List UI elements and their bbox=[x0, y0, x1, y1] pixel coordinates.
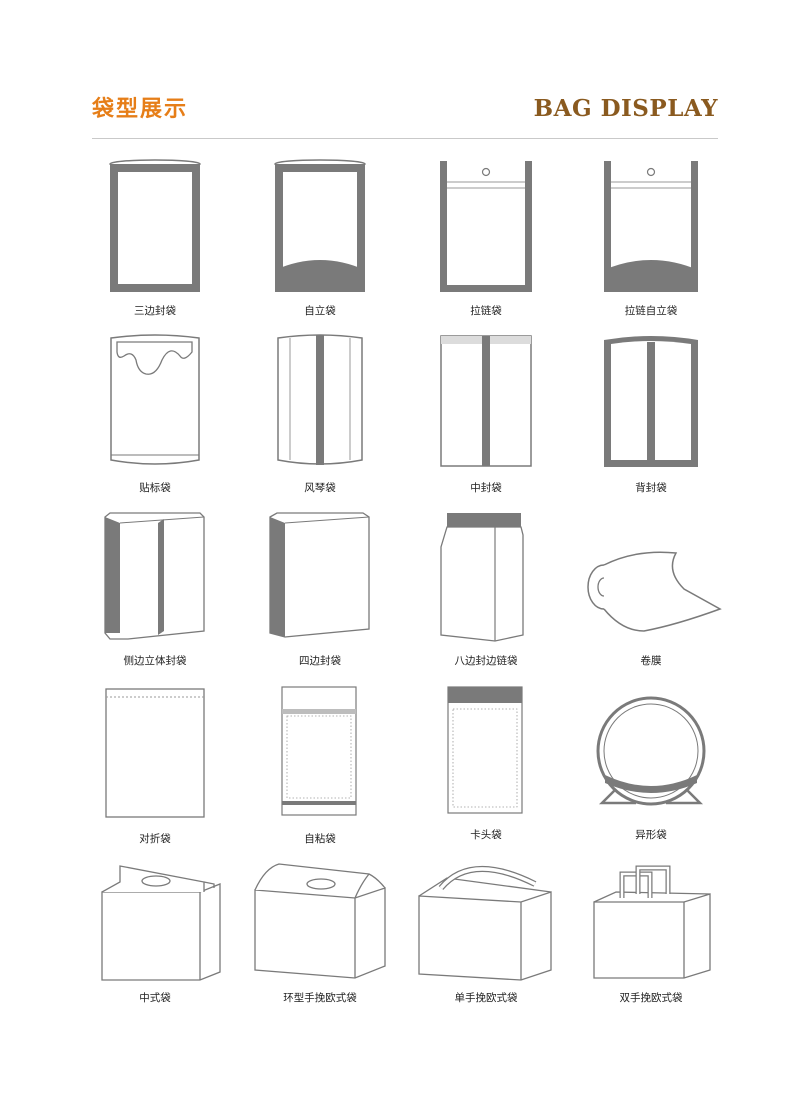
bag-label: 中式袋 bbox=[139, 992, 171, 1004]
folded-bag-icon bbox=[105, 688, 205, 818]
stand-up-bag-icon bbox=[274, 159, 366, 292]
four-side-seal-bag-icon bbox=[269, 512, 370, 638]
page-title-cn: 袋型展示 bbox=[92, 97, 189, 122]
three-side-seal-bag-icon bbox=[109, 159, 201, 292]
bag-label: 异形袋 bbox=[635, 829, 667, 841]
bag-label: 贴标袋 bbox=[139, 482, 171, 494]
bag-label: 三边封袋 bbox=[134, 305, 176, 317]
single-handle-euro-bag-icon bbox=[418, 865, 552, 981]
bag-label: 背封袋 bbox=[635, 482, 667, 494]
page-title-en: BAG DISPLAY bbox=[533, 95, 718, 122]
header-card-bag-icon bbox=[447, 686, 523, 814]
header-divider bbox=[92, 138, 718, 139]
zipper-bag-icon bbox=[440, 161, 532, 292]
bag-label: 卷膜 bbox=[640, 655, 662, 667]
bag-label: 对折袋 bbox=[139, 833, 171, 845]
back-seal-bag-icon bbox=[604, 336, 698, 467]
gusset-bag-icon bbox=[277, 334, 363, 465]
double-handle-euro-bag-icon bbox=[593, 865, 711, 979]
self-adhesive-bag-icon bbox=[281, 686, 357, 816]
bag-label: 卡头袋 bbox=[470, 829, 502, 841]
bag-label: 自粘袋 bbox=[304, 833, 336, 845]
chinese-style-bag-icon bbox=[101, 865, 221, 981]
center-seal-bag-icon bbox=[440, 335, 532, 467]
bag-label: 拉链自立袋 bbox=[624, 305, 678, 317]
label-bag-icon bbox=[110, 334, 200, 465]
bag-label: 中封袋 bbox=[470, 482, 502, 494]
bag-label: 侧边立体封袋 bbox=[123, 655, 187, 667]
eight-side-zipper-bag-icon bbox=[440, 513, 524, 642]
bag-label: 风琴袋 bbox=[304, 482, 336, 494]
bag-label: 自立袋 bbox=[304, 305, 336, 317]
bag-label: 单手挽欧式袋 bbox=[454, 992, 518, 1004]
bag-label: 环型手挽欧式袋 bbox=[283, 992, 357, 1004]
roll-film-icon bbox=[587, 551, 722, 632]
bag-label: 四边封袋 bbox=[299, 655, 341, 667]
bag-label: 八边封边链袋 bbox=[454, 655, 518, 667]
side-gusset-seal-bag-icon bbox=[104, 512, 205, 640]
shaped-bag-icon bbox=[596, 696, 706, 806]
bag-label: 双手挽欧式袋 bbox=[619, 992, 683, 1004]
bag-label: 拉链袋 bbox=[470, 305, 502, 317]
zipper-stand-up-bag-icon bbox=[604, 161, 698, 292]
loop-handle-euro-bag-icon bbox=[254, 863, 386, 979]
